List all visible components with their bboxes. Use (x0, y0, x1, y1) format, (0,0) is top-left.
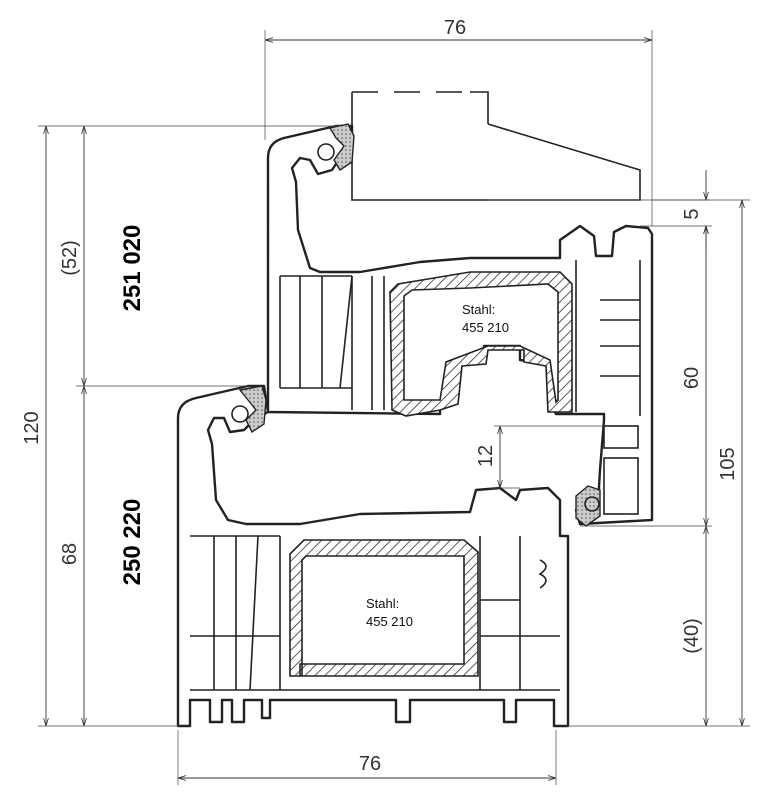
dim-bottom-width: 76 (359, 753, 381, 775)
dim-total-height: 120 (21, 411, 43, 444)
extension-lines (38, 30, 750, 785)
glass-pane (351, 91, 641, 201)
frame-glazing-gasket (238, 385, 267, 434)
frame-steel-label-line2: 455 210 (366, 614, 413, 629)
frame-steel-reinforcement (289, 539, 479, 677)
sash-steel-reinforcement (389, 271, 573, 417)
frame-profile-code: 250 220 (119, 499, 146, 586)
dim-frame-lower: 68 (59, 543, 81, 565)
sash-outer-gasket (575, 485, 601, 527)
dim-glass-offset: 5 (681, 208, 703, 219)
sash-steel-label-line1: Stahl: (462, 302, 495, 317)
dimension-labels: 76 76 120 (52) 68 5 60 105 (40) 12 (21, 17, 739, 775)
dim-top-width: 76 (444, 17, 466, 39)
sash-glazing-gasket (328, 123, 355, 171)
frame-profile (176, 384, 570, 728)
dim-overlap: 12 (475, 445, 497, 467)
frame-steel-label-line1: Stahl: (366, 596, 399, 611)
dim-sash-height: 60 (681, 367, 703, 389)
sash-profile (266, 123, 654, 527)
dim-right-lower: (40) (681, 618, 703, 654)
sash-profile-code: 251 020 (119, 225, 146, 312)
dim-sash-upper: (52) (59, 240, 81, 276)
dim-right-total: 105 (717, 447, 739, 480)
sash-steel-label-line2: 455 210 (462, 320, 509, 335)
dimension-lines (46, 40, 742, 778)
